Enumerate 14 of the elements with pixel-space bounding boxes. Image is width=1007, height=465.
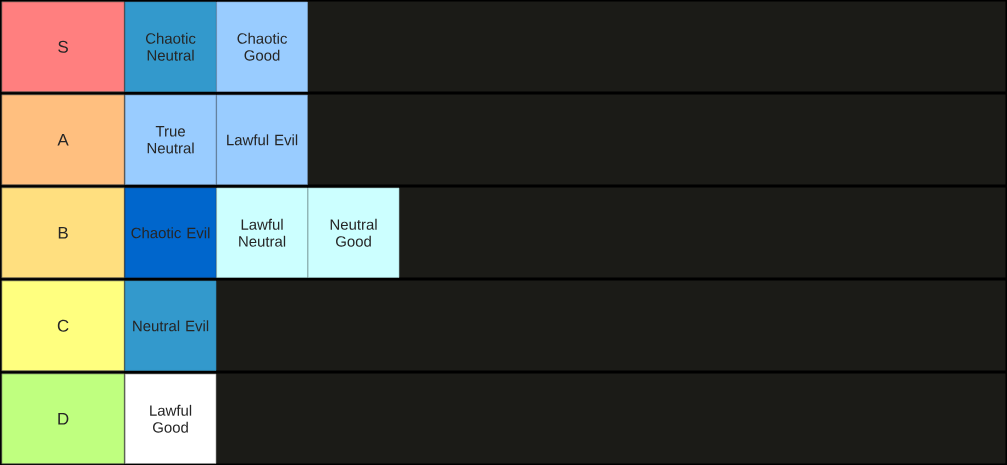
- tier-label: D: [1, 373, 125, 465]
- item-tile: True Neutral: [124, 94, 217, 185]
- item-tile: Chaotic Neutral: [124, 1, 217, 92]
- item-tile: Chaotic Evil: [124, 187, 217, 278]
- item-tile: Neutral Evil: [124, 280, 217, 371]
- item-tile: Lawful Good: [124, 373, 217, 464]
- item-tile: Lawful Evil: [216, 94, 308, 185]
- tier-label: S: [1, 1, 125, 93]
- tier-label: C: [1, 280, 125, 372]
- item-tile: Neutral Good: [307, 187, 400, 278]
- item-tile: Lawful Neutral: [216, 187, 308, 278]
- tier-label: A: [1, 94, 125, 186]
- tier-label: B: [1, 187, 125, 279]
- item-tile: Chaotic Good: [216, 1, 308, 92]
